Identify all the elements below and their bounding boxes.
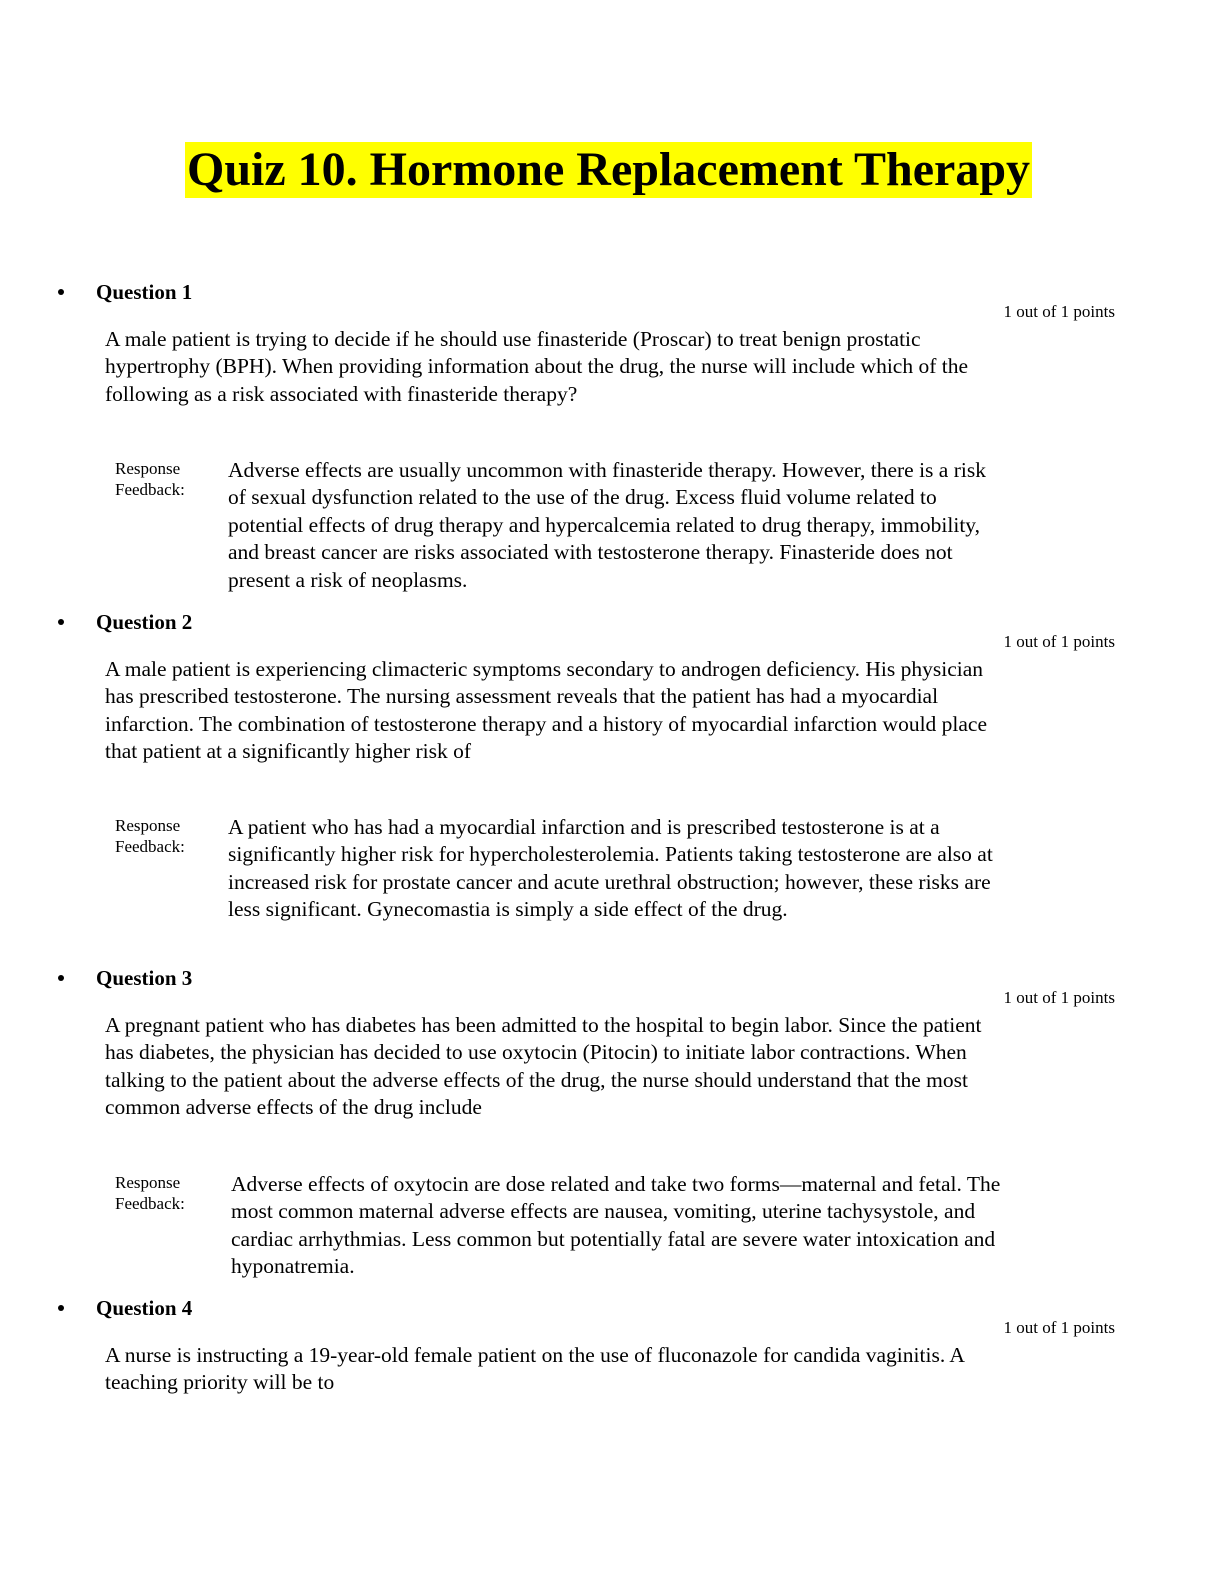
response-feedback-label: Response Feedback: [115,816,185,856]
bullet-icon [58,975,64,981]
response-feedback-label: Response Feedback: [115,1173,185,1213]
response-feedback-label: Response Feedback: [115,459,185,499]
question-heading: Question 2 [58,609,192,635]
bullet-icon [58,619,64,625]
question-points: 1 out of 1 points [1003,632,1115,651]
response-feedback-text: Adverse effects of oxytocin are dose rel… [231,1172,1001,1279]
page-title: Quiz 10. Hormone Replacement Therapy [184,142,1033,198]
question-points: 1 out of 1 points [1003,988,1115,1007]
question-label: Question 4 [96,1296,193,1320]
question-points: 1 out of 1 points [1003,1318,1115,1337]
question-text: A nurse is instructing a 19-year-old fem… [105,1343,964,1395]
question-label: Question 3 [96,966,193,990]
question-label: Question 2 [96,610,193,634]
question-text: A male patient is trying to decide if he… [105,327,969,406]
question-points: 1 out of 1 points [1003,302,1115,321]
response-feedback-text: A patient who has had a myocardial infar… [228,815,993,922]
question-label: Question 1 [96,280,193,304]
question-heading: Question 4 [58,1295,192,1321]
page-title-container: Quiz 10. Hormone Replacement Therapy [0,142,1224,198]
question-heading: Question 3 [58,965,192,991]
question-text: A pregnant patient who has diabetes has … [105,1013,982,1119]
response-feedback-text: Adverse effects are usually uncommon wit… [228,458,986,592]
question-heading: Question 1 [58,279,192,305]
bullet-icon [58,1305,64,1311]
bullet-icon [58,289,64,295]
question-text: A male patient is experiencing climacter… [105,657,988,763]
